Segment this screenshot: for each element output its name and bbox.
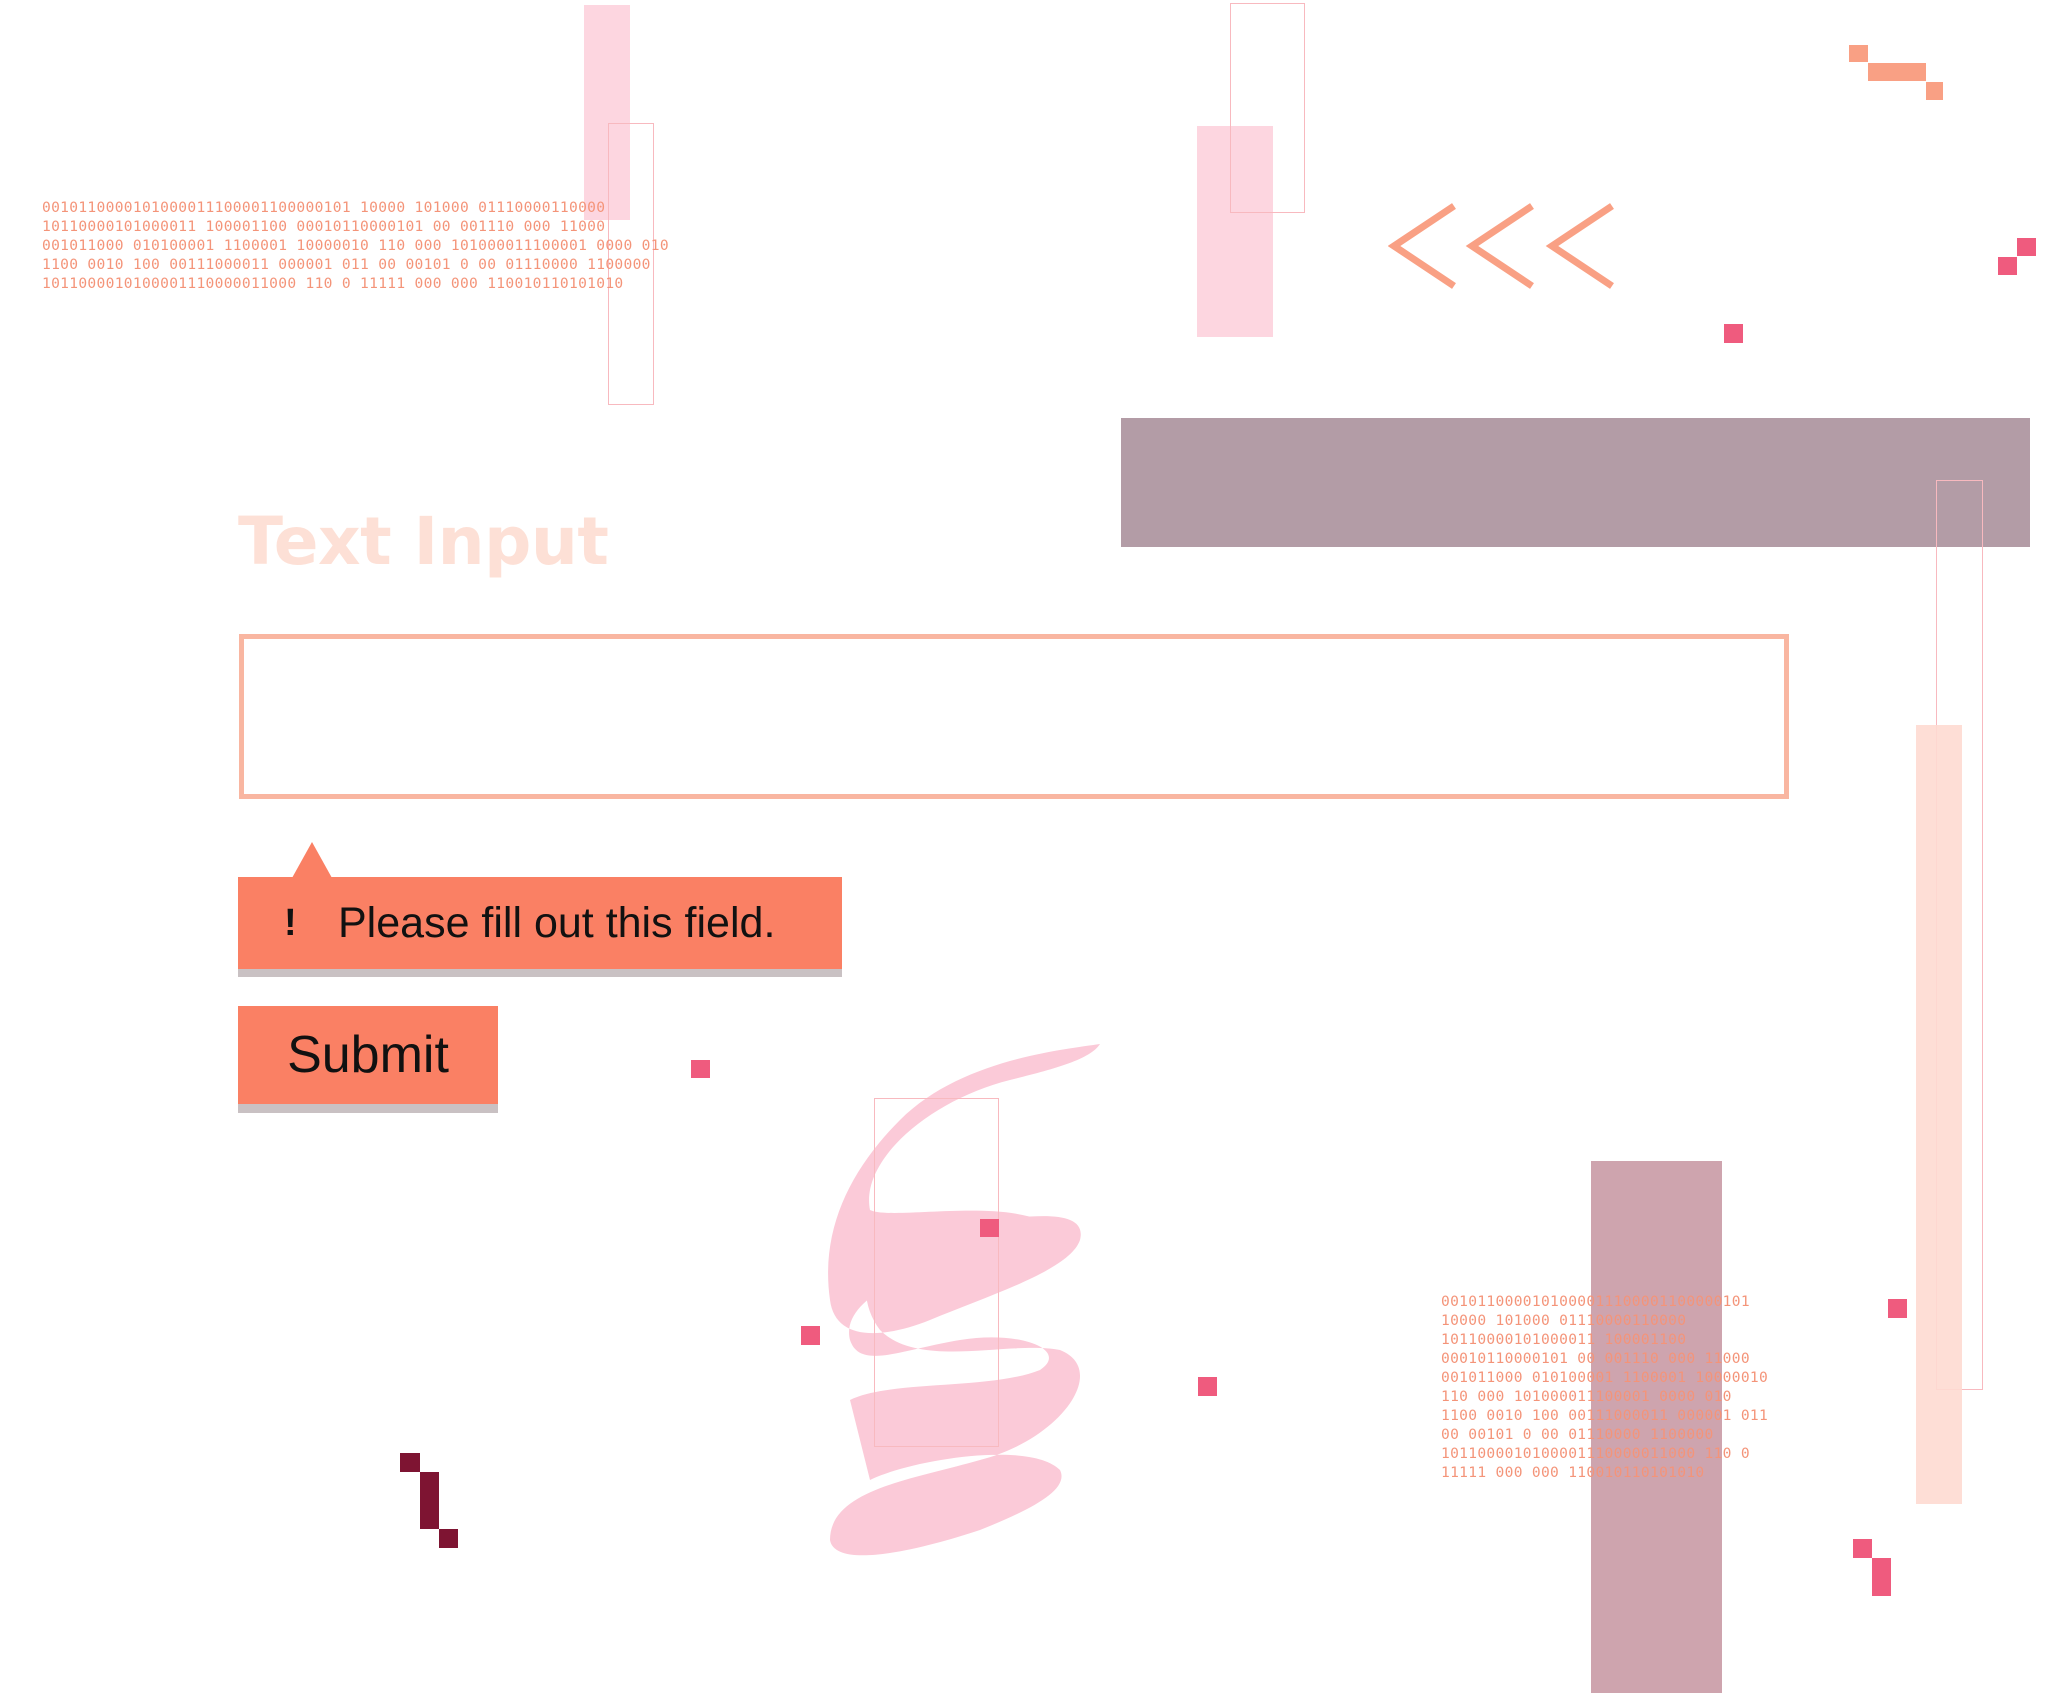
decor-pixel <box>1724 324 1743 343</box>
decor-pixel <box>1888 1299 1907 1318</box>
exclamation-icon: ! <box>284 901 297 944</box>
tooltip-arrow <box>292 842 332 878</box>
text-input-field[interactable] <box>239 634 1789 799</box>
decor-binary-text-top: 0010110000101000011100001100000101 10000… <box>42 199 669 292</box>
decor-pixel <box>691 1060 710 1078</box>
validation-message-box: ! Please fill out this field. <box>238 877 842 969</box>
decor-pixel-dark <box>439 1529 458 1548</box>
decor-pink-bar-top <box>584 5 630 220</box>
decor-brush-stroke <box>828 1044 1100 1556</box>
decor-mauve-bar <box>1121 418 2030 547</box>
decor-pixel <box>1872 1558 1891 1577</box>
decor-mauve-bar-vertical <box>1591 1161 1722 1693</box>
decor-pixel-dark <box>420 1472 439 1529</box>
decor-pixel-dark <box>400 1453 420 1472</box>
submit-button[interactable]: Submit <box>238 1006 498 1104</box>
decor-pixel <box>1998 257 2017 275</box>
validation-tooltip: ! Please fill out this field. <box>238 842 842 977</box>
decor-chevrons <box>1388 203 1614 289</box>
decor-pixel <box>1926 82 1943 100</box>
decor-pixel <box>1853 1539 1872 1558</box>
decor-pixel <box>1872 1577 1891 1596</box>
decor-pixel <box>1868 63 1926 81</box>
decor-pixel <box>801 1326 820 1345</box>
page-title: Text Input <box>238 503 609 580</box>
decor-pixel <box>980 1219 999 1237</box>
decor-binary-text-bottom: 0010110000101000011100001100000101 10000… <box>1441 1293 1769 1481</box>
decor-pixel <box>1849 45 1868 62</box>
decor-outline-rect-top <box>608 123 654 405</box>
validation-message: Please fill out this field. <box>338 898 776 947</box>
decor-peach-bar <box>1916 725 1962 1504</box>
decor-pink-block <box>1197 126 1273 337</box>
decor-outline-rect-brush <box>874 1098 999 1447</box>
decor-pixel <box>1198 1377 1217 1396</box>
decor-pixel <box>2017 238 2036 256</box>
decor-outline-rect-center-top <box>1230 3 1305 213</box>
